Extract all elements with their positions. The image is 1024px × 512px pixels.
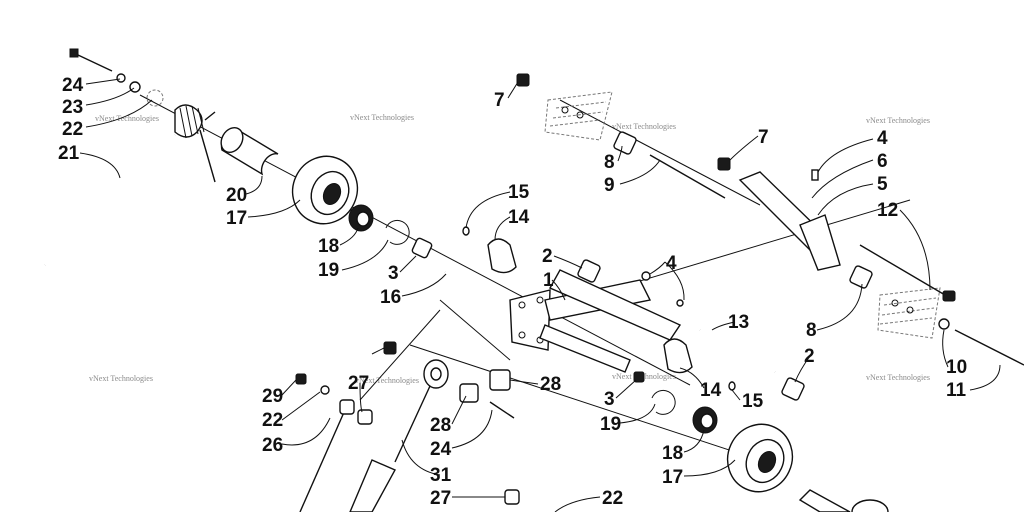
watermark: vNext Technologies <box>355 376 419 385</box>
frame-mount-right <box>877 287 941 339</box>
callout-2-right: 2 <box>804 346 815 367</box>
leader-lines <box>79 78 1001 512</box>
bolt-11 <box>938 318 1024 366</box>
callout-4: 4 <box>666 253 677 274</box>
callout-labels: 24 23 22 21 20 17 18 19 3 16 15 14 2 1 4… <box>58 75 967 509</box>
callout-29: 29 <box>262 386 283 407</box>
callout-8-right: 8 <box>806 320 817 341</box>
bushing-upper <box>411 237 433 259</box>
callout-26: 26 <box>262 435 283 456</box>
callout-15: 15 <box>508 182 530 203</box>
bushing-8-right <box>849 265 873 289</box>
callout-1: 1 <box>543 270 554 291</box>
callout-24-lower: 24 <box>430 439 452 460</box>
callout-7: 7 <box>494 90 505 111</box>
callout-28: 28 <box>430 415 451 436</box>
nut-4 <box>641 271 651 281</box>
bolt-12 <box>859 244 956 302</box>
callout-3: 3 <box>388 263 399 284</box>
callout-14: 14 <box>508 207 530 228</box>
callout-10: 10 <box>946 357 967 378</box>
callout-28-mid: 28 <box>540 374 561 395</box>
snap-ring-upper <box>385 219 410 245</box>
callout-27-lower: 27 <box>430 488 451 509</box>
shock-absorber <box>299 359 449 512</box>
torsion-spring-arm <box>43 104 216 267</box>
callout-22-bottom: 22 <box>602 488 623 509</box>
bearing-upper <box>348 204 374 232</box>
watermark: vNext Technologies <box>350 113 414 122</box>
wear-block-lower <box>633 338 889 512</box>
upper-shaft-9 <box>516 73 726 199</box>
callout-16: 16 <box>380 287 401 308</box>
callout-8: 8 <box>604 152 615 173</box>
callout-19: 19 <box>318 260 339 281</box>
callout-9: 9 <box>604 175 615 196</box>
callout-27-upper: 27 <box>348 373 369 394</box>
callout-19-lower: 19 <box>600 414 621 435</box>
callout-22-lower: 22 <box>262 410 283 431</box>
watermark: vNext Technologies <box>612 122 676 131</box>
callout-7-right: 7 <box>758 127 769 148</box>
callout-31: 31 <box>430 465 452 486</box>
idler-wheel-upper <box>291 155 359 225</box>
callout-11: 11 <box>946 380 967 401</box>
center-lines <box>139 94 911 471</box>
watermark: vNext Technologies <box>866 373 930 382</box>
callout-17-lower: 17 <box>662 467 683 488</box>
lower-left-hardware <box>295 299 520 505</box>
watermark: vNext Technologies <box>89 374 153 383</box>
callout-12: 12 <box>877 200 898 221</box>
shaft-13 <box>698 327 805 401</box>
wear-block-upper <box>462 226 517 274</box>
watermark: vNext Technologies <box>866 116 930 125</box>
main-arm-assembly <box>509 269 682 373</box>
callout-3-lower: 3 <box>604 389 615 410</box>
callout-2: 2 <box>542 246 553 267</box>
frame-mount-upper <box>544 91 613 141</box>
callout-17: 17 <box>226 208 247 229</box>
callout-21: 21 <box>58 143 80 164</box>
callout-24: 24 <box>62 75 84 96</box>
callout-18: 18 <box>318 236 339 257</box>
callout-18-lower: 18 <box>662 443 683 464</box>
callout-5: 5 <box>877 174 888 195</box>
watermark: vNext Technologies <box>95 114 159 123</box>
callout-6: 6 <box>877 151 888 172</box>
callout-14-lower: 14 <box>700 380 722 401</box>
callout-15-lower: 15 <box>742 391 764 412</box>
shock-bracket <box>717 157 841 271</box>
callout-20: 20 <box>226 185 247 206</box>
callout-23: 23 <box>62 97 83 118</box>
nut-4b <box>676 299 684 307</box>
callout-4-right: 4 <box>877 128 888 149</box>
callout-13: 13 <box>728 312 749 333</box>
callout-22: 22 <box>62 119 83 140</box>
spacer-tube-upper <box>220 126 279 176</box>
